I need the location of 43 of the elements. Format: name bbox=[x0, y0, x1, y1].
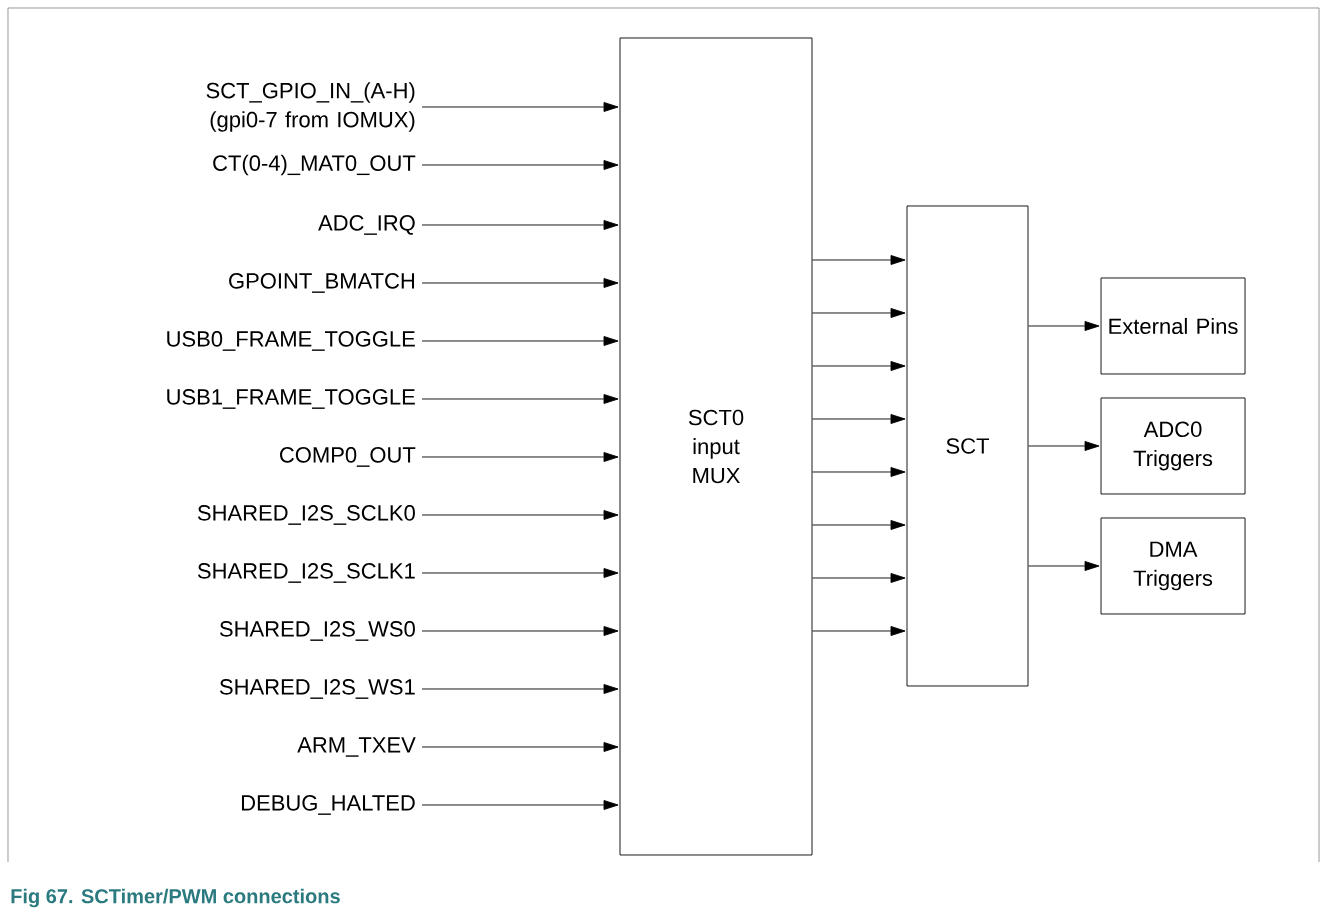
arrow bbox=[1028, 321, 1100, 331]
arrow bbox=[812, 414, 906, 424]
block-box: External Pins bbox=[1100, 277, 1246, 375]
arrow bbox=[812, 626, 906, 636]
signal-label: ADC_IRQ bbox=[318, 215, 415, 235]
arrow bbox=[421, 742, 619, 752]
signal-label: USB0_FRAME_TOGGLE bbox=[167, 331, 415, 351]
signal-label: DEBUG_HALTED bbox=[241, 795, 415, 815]
figure-caption: Fig 67. SCTimer/PWM connections bbox=[11, 888, 340, 908]
signal-label: SHARED_I2S_WS1 bbox=[219, 679, 415, 699]
arrow bbox=[421, 102, 619, 112]
arrow bbox=[1028, 441, 1100, 451]
signal-label: SHARED_I2S_WS0 bbox=[219, 621, 415, 641]
arrow bbox=[421, 160, 619, 170]
arrow bbox=[812, 573, 906, 583]
arrow bbox=[421, 336, 619, 346]
block-box: DMA Triggers bbox=[1100, 517, 1246, 615]
block-box: ADC0 Triggers bbox=[1100, 397, 1246, 495]
signal-label: COMP0_OUT bbox=[280, 447, 416, 467]
block-box: SCT0 input MUX bbox=[619, 37, 813, 856]
arrow bbox=[812, 361, 906, 371]
arrow bbox=[421, 800, 619, 810]
signal-label: GPOINT_BMATCH bbox=[229, 273, 415, 293]
arrow bbox=[421, 394, 619, 404]
arrow bbox=[812, 308, 906, 318]
signal-label: USB1_FRAME_TOGGLE bbox=[167, 389, 415, 409]
arrow bbox=[421, 452, 619, 462]
arrow bbox=[421, 510, 619, 520]
arrow bbox=[1028, 561, 1100, 571]
arrow bbox=[421, 626, 619, 636]
arrow bbox=[421, 684, 619, 694]
signal-label: SHARED_I2S_SCLK1 bbox=[197, 563, 415, 583]
arrow bbox=[421, 278, 619, 288]
signal-label: SCT_GPIO_IN_(A-H) (gpi0-7 from IOMUX) bbox=[206, 82, 415, 132]
arrow bbox=[812, 467, 906, 477]
block-box: SCT bbox=[906, 205, 1029, 687]
signal-label: SHARED_I2S_SCLK0 bbox=[197, 505, 415, 525]
arrow bbox=[421, 220, 619, 230]
arrow bbox=[812, 520, 906, 530]
arrow bbox=[812, 255, 906, 265]
arrow bbox=[421, 568, 619, 578]
signal-label: ARM_TXEV bbox=[297, 737, 416, 757]
signal-label: CT(0-4)_MAT0_OUT bbox=[213, 154, 416, 176]
